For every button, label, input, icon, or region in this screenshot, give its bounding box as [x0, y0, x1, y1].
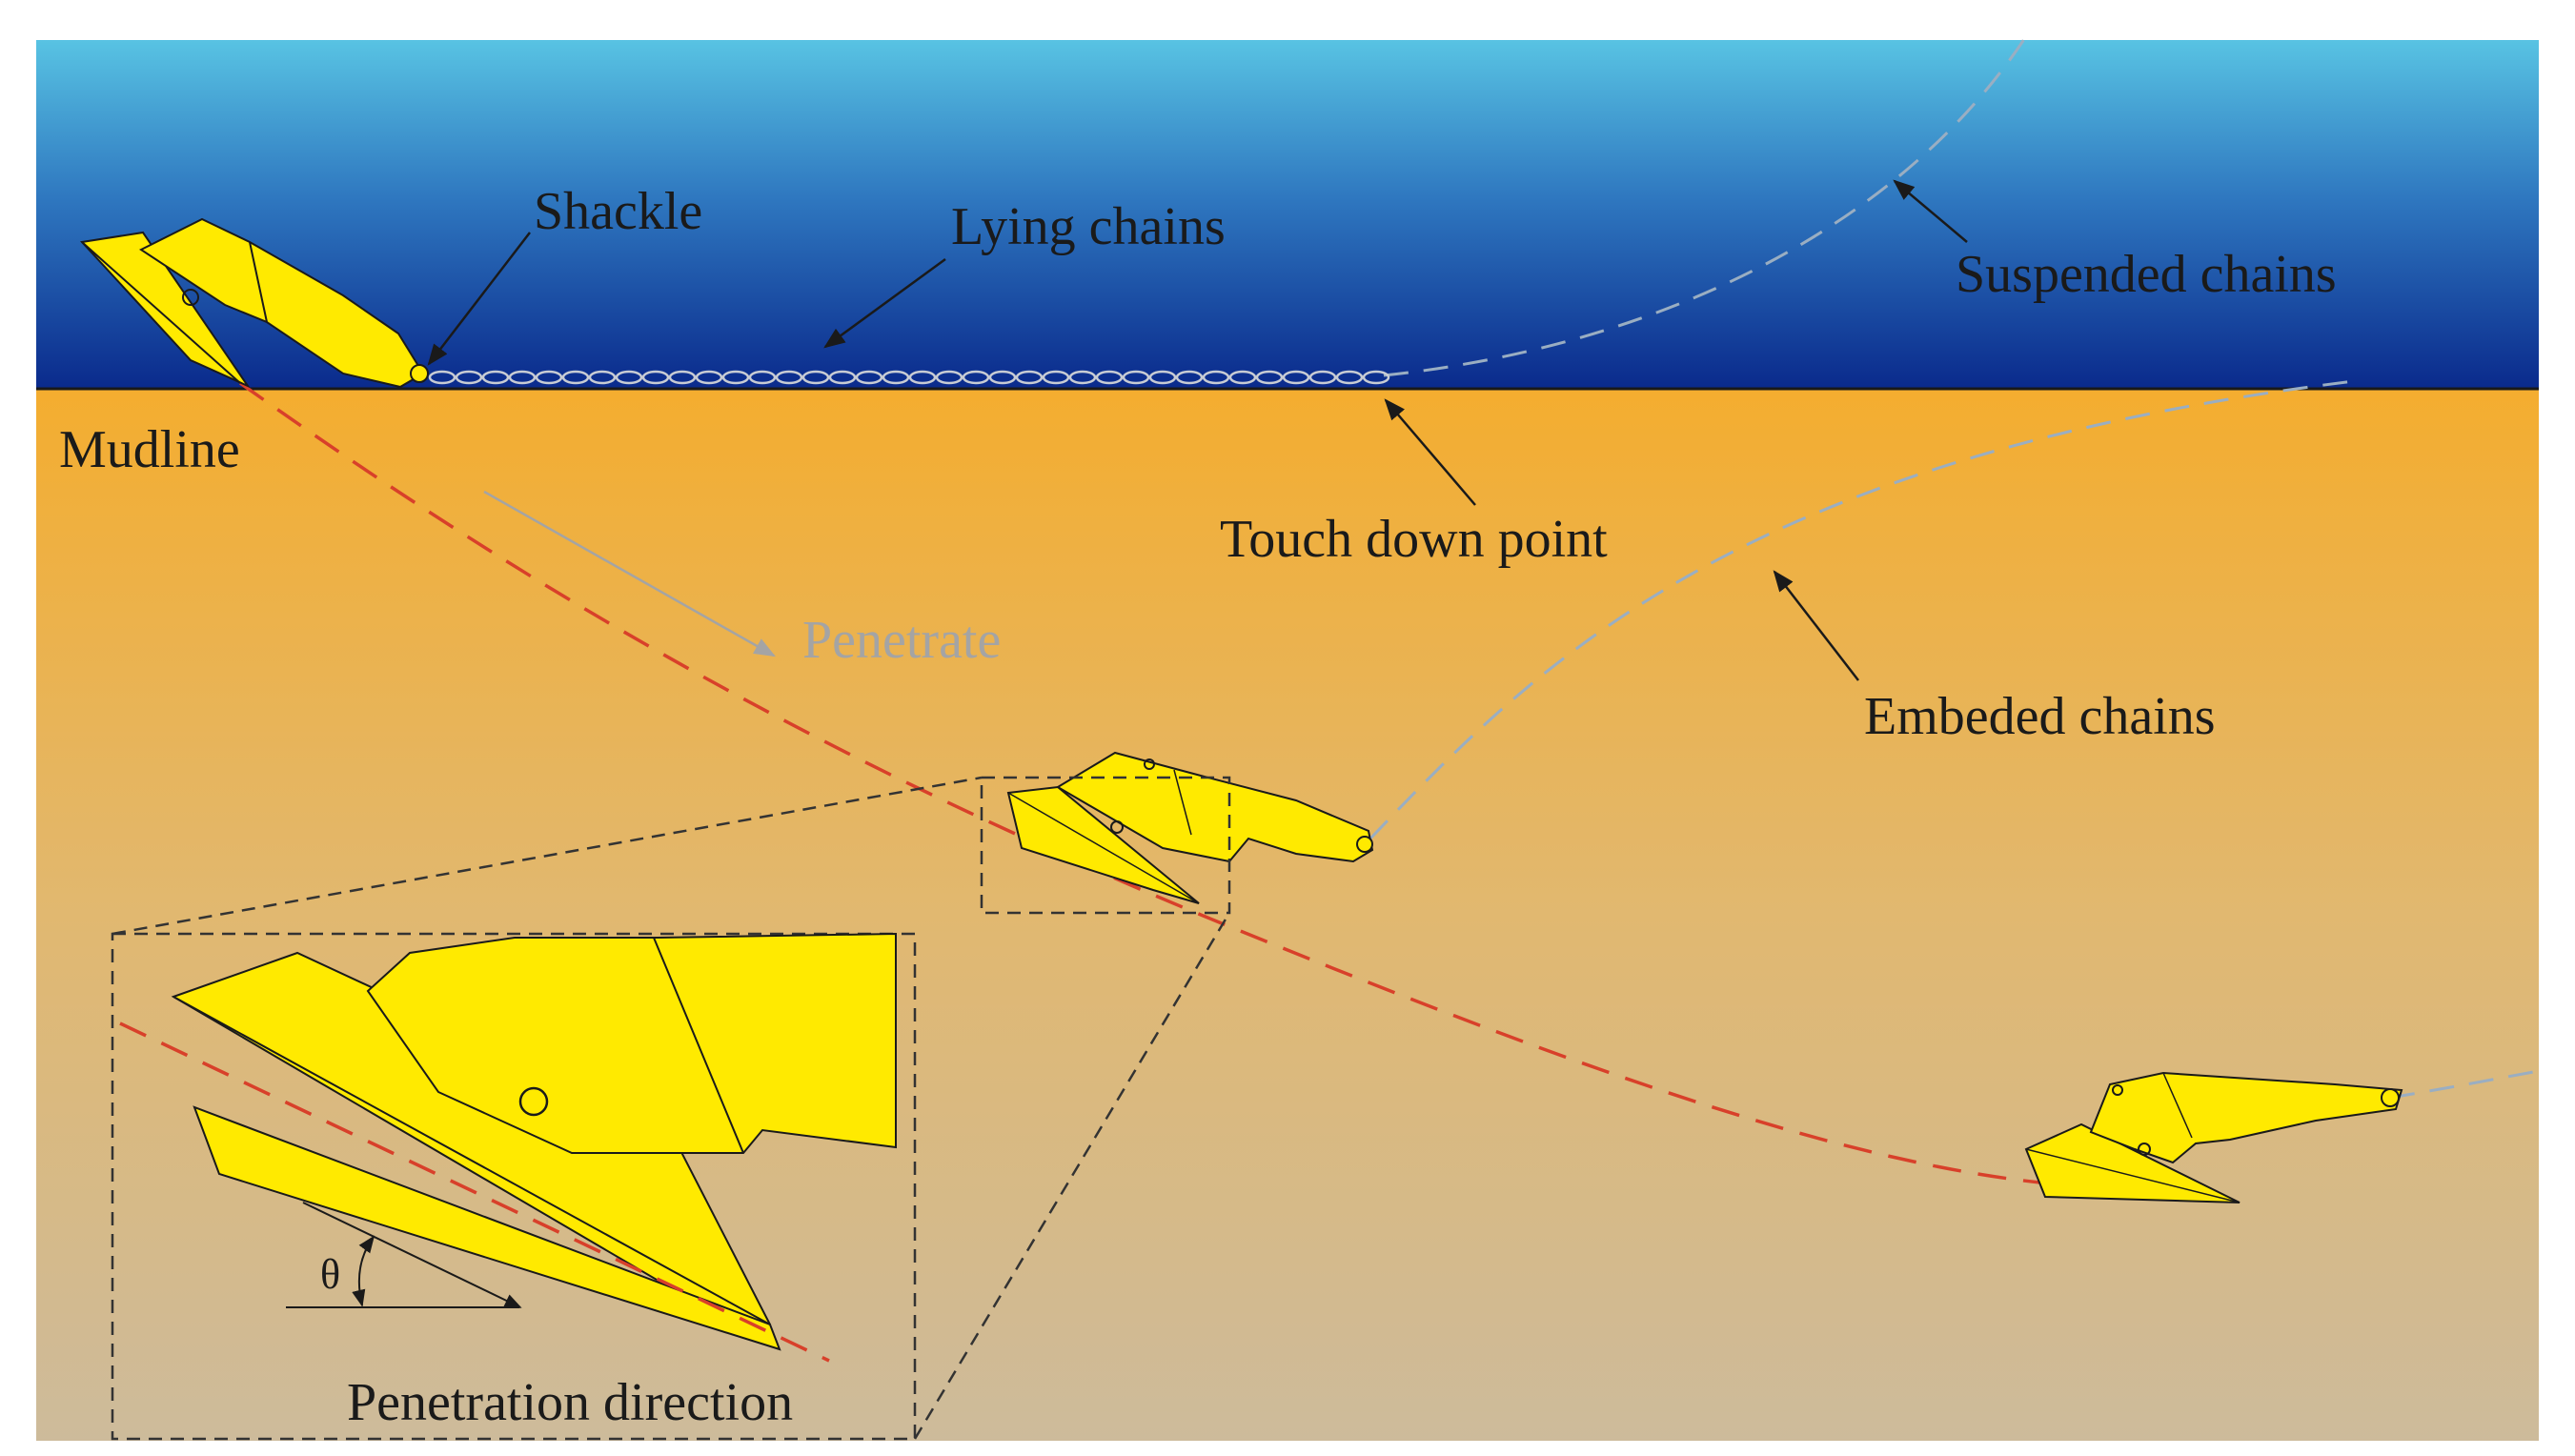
chain-link [588, 370, 617, 385]
touch-down-point-arrow [1384, 398, 1476, 506]
embeded-chains-arrow [1773, 570, 1859, 681]
chain-link [1308, 370, 1337, 385]
embedded-chain [1369, 379, 2355, 840]
chain-link [962, 370, 990, 385]
chain-link [428, 370, 456, 385]
chain-link [801, 370, 830, 385]
penetrate-arrow [483, 490, 776, 657]
chain-link [748, 370, 777, 385]
chain-link [1148, 370, 1177, 385]
anchor-mid [1006, 751, 1374, 904]
embedded-chain-tail [2389, 1069, 2540, 1100]
chain-link [1282, 370, 1310, 385]
chain-link [561, 370, 590, 385]
chain-link [988, 370, 1017, 385]
chain-link [1202, 370, 1230, 385]
zoom-box-small [980, 776, 1231, 915]
suspended-chains-label: Suspended chains [1956, 245, 2337, 304]
penetrate-label: Penetrate [802, 611, 1001, 670]
chain-link [1335, 370, 1364, 385]
chain-link [1042, 370, 1070, 385]
embeded-chains-label: Embeded chains [1864, 687, 2216, 746]
mudline-label: Mudline [59, 420, 240, 479]
chain-link [1228, 370, 1257, 385]
chain-link [695, 370, 723, 385]
zoom-connector-bottom [913, 912, 1231, 1440]
lying-chain-links [428, 370, 1390, 385]
lying-chains-label: Lying chains [951, 197, 1226, 256]
shackle-label: Shackle [534, 182, 702, 241]
chain-link [1068, 370, 1097, 385]
chain-link [455, 370, 483, 385]
chain-link [668, 370, 697, 385]
chain-link [1362, 370, 1390, 385]
soil-region [36, 389, 2539, 1441]
lying-chains-arrow [823, 257, 946, 349]
chain-link [855, 370, 883, 385]
chain-link [828, 370, 857, 385]
chain-link [721, 370, 750, 385]
anchor-initial [79, 217, 429, 389]
chain-link [1255, 370, 1284, 385]
chain-link [882, 370, 910, 385]
chain-link [935, 370, 963, 385]
sea-region [36, 40, 2539, 389]
zoom-box-large [111, 932, 917, 1441]
inset-panel [111, 932, 917, 1441]
theta-label: θ [320, 1251, 340, 1298]
chain-link [1015, 370, 1044, 385]
chain-link [641, 370, 670, 385]
touch-down-point-label: Touch down point [1220, 510, 1608, 569]
shackle-arrow [427, 232, 531, 366]
chain-link [1095, 370, 1124, 385]
chain-link [535, 370, 563, 385]
chain-link [908, 370, 937, 385]
suspended-chain [1383, 30, 2032, 377]
suspended-chains-arrow [1893, 179, 1968, 243]
chain-link [1122, 370, 1150, 385]
anchor-trajectory [238, 381, 2050, 1185]
chain-link [775, 370, 803, 385]
penetration-direction-label: Penetration direction [347, 1373, 793, 1432]
theta-arc [352, 1235, 375, 1307]
chain-link [1175, 370, 1204, 385]
chain-link [508, 370, 537, 385]
anchor-deep [2024, 1071, 2403, 1203]
chain-link [615, 370, 643, 385]
penetration-direction-arrow [302, 1202, 522, 1308]
chain-link [481, 370, 510, 385]
zoom-connector-top [112, 776, 983, 936]
